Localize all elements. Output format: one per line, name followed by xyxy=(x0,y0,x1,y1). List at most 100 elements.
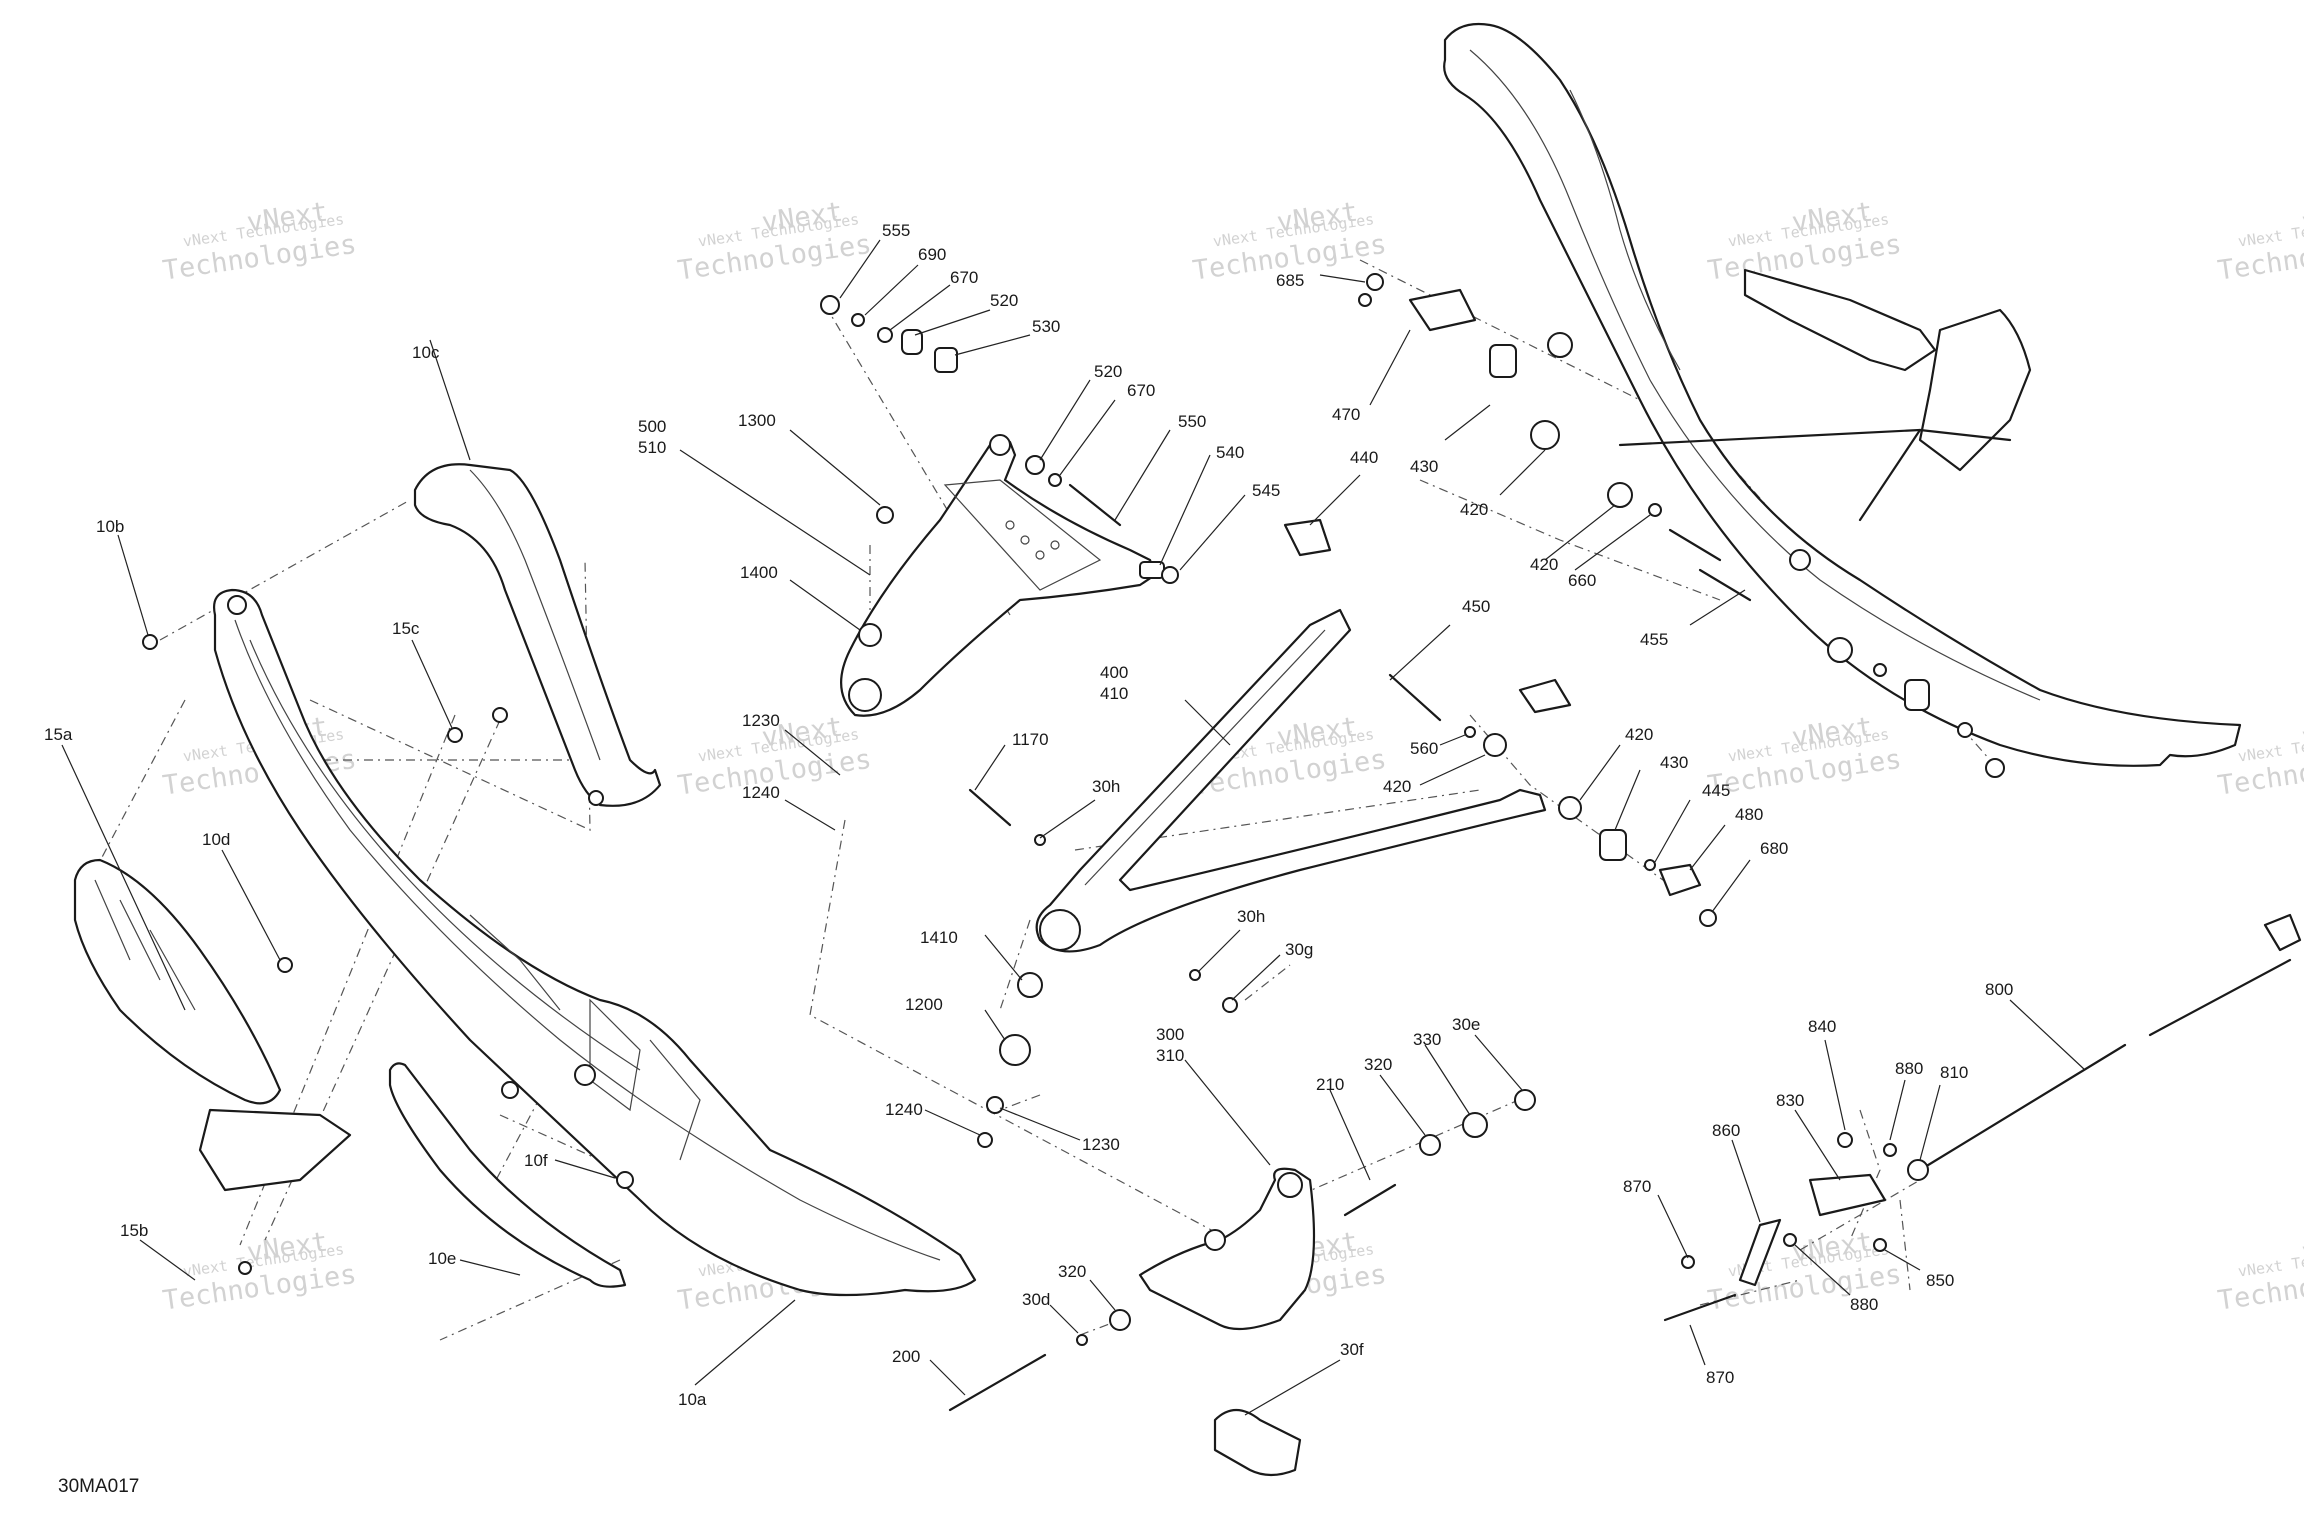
leader-line xyxy=(2009,999,2086,1071)
ring-1410 xyxy=(1017,972,1043,998)
ski-ridge xyxy=(234,619,941,1261)
bushing-320 xyxy=(1419,1134,1441,1156)
callout-1230: 1230 xyxy=(742,711,780,730)
leader-line xyxy=(789,579,861,631)
leader-line xyxy=(1319,274,1366,283)
ski-right xyxy=(1443,22,2242,767)
leader-line xyxy=(784,799,836,831)
ski-pivot-hole xyxy=(574,1064,596,1086)
leader-line xyxy=(1424,1044,1471,1116)
callout-870: 870 xyxy=(1623,1177,1651,1196)
right-hardware xyxy=(1283,273,2005,927)
spacer-30h xyxy=(1034,834,1046,846)
ski-ridge xyxy=(1469,49,2041,701)
leader-line xyxy=(954,334,1031,356)
leader-line xyxy=(1499,449,1546,496)
ball-joint-1200 xyxy=(999,1034,1031,1066)
assembly-line xyxy=(1244,964,1291,1001)
callout-15a: 15a xyxy=(44,725,73,744)
nut xyxy=(1358,293,1372,307)
snap-ring-1300 xyxy=(876,506,894,524)
leader-line xyxy=(984,1009,1006,1041)
callout-660: 660 xyxy=(1568,571,1596,590)
leader-line xyxy=(1544,504,1616,561)
callout-labels: 555 690 670 520 530 520 670 550 540 545 … xyxy=(44,221,2013,1409)
leader-line xyxy=(929,1359,966,1396)
bolt-550 xyxy=(1068,483,1122,527)
sway-bar-end xyxy=(2148,958,2292,1037)
leader-line xyxy=(1379,1074,1426,1136)
bracket-clip xyxy=(1789,549,1811,571)
assembly-lines xyxy=(89,259,1991,1341)
a-arm-hole xyxy=(1050,540,1060,550)
watermark: vNext Technologies Technologies vNext xyxy=(161,1226,358,1316)
runner-body xyxy=(388,1062,627,1288)
leader-lines xyxy=(61,239,2086,1416)
nut xyxy=(492,707,508,723)
leader-line xyxy=(1689,824,1726,871)
bushing-810 xyxy=(1907,1159,1929,1181)
callout-450: 450 xyxy=(1462,597,1490,616)
spindle-upper-hole xyxy=(1277,1172,1303,1198)
watermark-overlay: vNext xyxy=(2300,711,2304,753)
ski-body xyxy=(1443,22,2242,767)
lever-830 xyxy=(1808,1173,1887,1217)
callout-30h: 30h xyxy=(1092,777,1120,796)
nut-850 xyxy=(1873,1238,1887,1252)
bolt-455 xyxy=(1698,568,1752,602)
leader-line xyxy=(1039,799,1096,839)
bushing-420 xyxy=(1483,733,1507,757)
leader-line xyxy=(679,449,871,576)
callout-500: 500 xyxy=(638,417,666,436)
callout-420: 420 xyxy=(1530,555,1558,574)
nut-880 xyxy=(1883,1143,1897,1157)
bushing xyxy=(1904,679,1930,711)
washer-670 xyxy=(877,327,893,343)
upper-hardware-stack xyxy=(820,295,1062,487)
callout-10b: 10b xyxy=(96,517,124,536)
a-arm-hole xyxy=(1035,550,1045,560)
bolt-15b xyxy=(238,1261,252,1275)
leader-line xyxy=(221,849,281,961)
bracket-440 xyxy=(1283,518,1332,557)
ski-front-hole xyxy=(227,595,247,615)
sleeve-210 xyxy=(1343,1183,1397,1217)
spacer-30h xyxy=(1189,969,1201,981)
bushing-430 xyxy=(1599,829,1627,861)
nut-555 xyxy=(820,295,840,315)
bumper-30f xyxy=(1213,1408,1302,1477)
washer xyxy=(1873,663,1887,677)
bushing-420 xyxy=(1530,420,1560,450)
watermark-overlay: vNext xyxy=(1275,196,1360,238)
leader-line xyxy=(1049,1304,1079,1334)
nut xyxy=(1985,758,2005,778)
ski-body xyxy=(213,588,977,1297)
leader-line xyxy=(914,309,991,336)
leader-line xyxy=(1731,1139,1761,1223)
callout-670: 670 xyxy=(1127,381,1155,400)
ring-445 xyxy=(1644,859,1656,871)
callout-200: 200 xyxy=(892,1347,920,1366)
bolt-200 xyxy=(948,1353,1047,1412)
nut-1230 xyxy=(986,1096,1004,1114)
callout-830: 830 xyxy=(1776,1091,1804,1110)
callout-445: 445 xyxy=(1702,781,1730,800)
callout-420: 420 xyxy=(1460,500,1488,519)
watermark: vNext Technologies Technologies vNext xyxy=(2216,196,2304,286)
leader-line xyxy=(1889,1079,1906,1141)
guard-body xyxy=(73,858,282,1105)
ski-10a xyxy=(213,588,977,1297)
ski-handle-10c xyxy=(413,463,662,807)
callout-430: 430 xyxy=(1660,753,1688,772)
callout-860: 860 xyxy=(1712,1121,1740,1140)
bushing-520 xyxy=(1025,455,1045,475)
leader-line xyxy=(61,744,186,1011)
runner-10e xyxy=(388,1062,627,1288)
link-860 xyxy=(1738,1218,1782,1287)
bracket-clip xyxy=(1518,678,1572,714)
leader-line xyxy=(1574,514,1651,571)
sway-bar-assembly xyxy=(1663,913,2302,1322)
callout-870: 870 xyxy=(1706,1368,1734,1387)
